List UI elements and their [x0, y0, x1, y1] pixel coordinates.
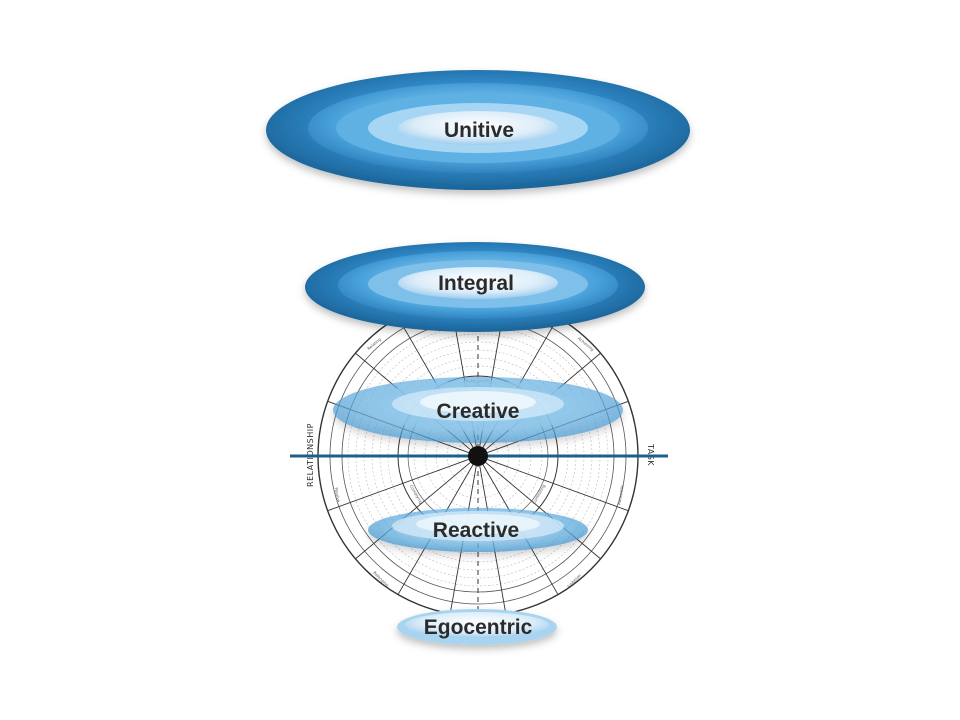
reactive-disk — [368, 508, 588, 552]
level-label-integral: Integral — [438, 272, 514, 295]
wheel-label-outer-left: Passive — [334, 487, 342, 503]
integral-disk — [305, 242, 645, 332]
level-label-reactive: Reactive — [433, 519, 519, 542]
egocentric-disk — [397, 609, 557, 645]
creative-disk — [333, 377, 623, 443]
level-label-creative: Creative — [437, 400, 520, 423]
wheel-spoke — [485, 462, 601, 560]
unitive-disk — [266, 70, 690, 190]
level-label-egocentric: Egocentric — [424, 616, 533, 639]
level-label-unitive: Unitive — [444, 119, 514, 142]
wheel-label-outer-right: Autocratic — [616, 484, 624, 505]
wheel-spoke — [355, 462, 471, 560]
wheel-spoke — [327, 458, 469, 512]
wheel-spoke — [487, 458, 629, 512]
center-dot — [468, 446, 488, 466]
